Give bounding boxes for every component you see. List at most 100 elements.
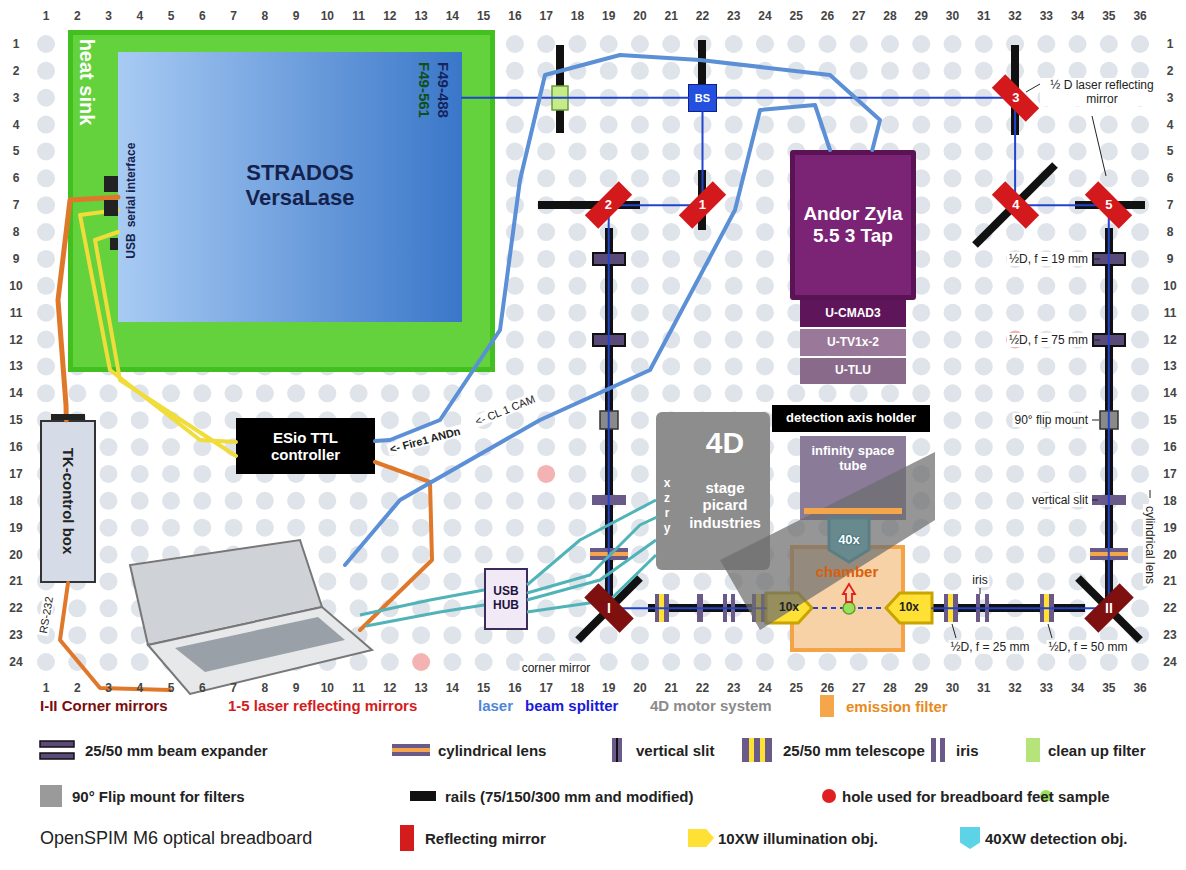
breadboard-hole xyxy=(350,599,368,617)
breadboard-hole xyxy=(100,411,118,429)
serial-cable-yellow xyxy=(95,232,236,456)
grid-number: 35 xyxy=(1102,681,1115,695)
breadboard-hole xyxy=(944,465,962,483)
breadboard-hole xyxy=(631,169,649,187)
breadboard-hole xyxy=(412,599,430,617)
telescope-symbol xyxy=(749,738,754,762)
breadboard-hole xyxy=(256,492,274,510)
vertical-slit-symbol xyxy=(616,738,618,762)
breadboard-hole xyxy=(1006,492,1024,510)
grid-number: 34 xyxy=(1071,9,1084,23)
breadboard-hole xyxy=(662,223,680,241)
breadboard-hole xyxy=(944,653,962,671)
telescope-lens xyxy=(655,594,669,622)
breadboard-hole xyxy=(1069,465,1087,483)
grid-number: 33 xyxy=(1040,681,1053,695)
grid-number: 1 xyxy=(43,9,50,23)
breadboard-hole xyxy=(381,411,399,429)
ttl-controller: ESio TTL controller xyxy=(236,418,375,474)
breadboard-hole xyxy=(756,653,774,671)
feet-hole xyxy=(412,653,430,671)
laser-beam xyxy=(1014,102,1016,202)
grid-number: 17 xyxy=(539,681,552,695)
grid-number: 13 xyxy=(9,359,22,373)
breadboard-hole xyxy=(568,546,586,564)
breadboard-hole xyxy=(662,572,680,590)
axis-holder-text: detection axis holder xyxy=(786,411,916,426)
breadboard-hole xyxy=(1100,411,1118,429)
laser-beam xyxy=(1019,204,1105,206)
breadboard-hole xyxy=(881,653,899,671)
breadboard-hole xyxy=(944,169,962,187)
breadboard-hole xyxy=(475,438,493,456)
breadboard-hole xyxy=(944,116,962,134)
breadboard-hole xyxy=(568,411,586,429)
feet-hole xyxy=(537,465,555,483)
breadboard-hole xyxy=(787,519,805,537)
leader-line xyxy=(1150,490,1151,498)
breadboard-hole xyxy=(443,492,461,510)
breadboard-hole xyxy=(131,411,149,429)
grid-number: 2 xyxy=(74,681,81,695)
illumination-objective-shape xyxy=(766,593,812,623)
rail xyxy=(1078,578,1140,640)
grid-number: 18 xyxy=(571,9,584,23)
breadboard-hole xyxy=(975,250,993,268)
detection-objective: 40x xyxy=(829,518,869,562)
clean-up-filter xyxy=(552,86,568,110)
grid-number: 3 xyxy=(105,681,112,695)
usb-cable xyxy=(366,605,484,626)
breadboard-hole xyxy=(975,492,993,510)
breadboard-hole xyxy=(506,169,524,187)
breadboard-hole xyxy=(631,384,649,402)
breadboard-hole xyxy=(193,411,211,429)
breadboard-hole xyxy=(568,357,586,375)
breadboard-hole xyxy=(1069,304,1087,322)
breadboard-hole xyxy=(631,250,649,268)
breadboard-hole xyxy=(537,250,555,268)
iris xyxy=(731,594,735,622)
telescope-lens xyxy=(944,594,958,622)
breadboard-hole xyxy=(819,653,837,671)
breadboard-hole xyxy=(1006,546,1024,564)
breadboard-hole xyxy=(568,89,586,107)
breadboard-hole xyxy=(725,572,743,590)
breadboard-hole xyxy=(131,438,149,456)
breadboard-hole xyxy=(693,572,711,590)
breadboard-hole xyxy=(631,465,649,483)
breadboard-hole xyxy=(631,277,649,295)
breadboard-hole xyxy=(568,331,586,349)
breadboard-hole xyxy=(506,465,524,483)
flip-mount xyxy=(1100,411,1118,429)
breadboard-hole xyxy=(881,35,899,53)
grid-number: 16 xyxy=(9,440,22,454)
breadboard-hole xyxy=(631,223,649,241)
breadboard-hole xyxy=(944,331,962,349)
grid-number: 13 xyxy=(414,9,427,23)
grid-number: 25 xyxy=(790,9,803,23)
breadboard-hole xyxy=(912,331,930,349)
breadboard-hole xyxy=(756,572,774,590)
leader-line xyxy=(1092,420,1099,421)
legend-text: vertical slit xyxy=(636,742,714,759)
breadboard-hole xyxy=(662,62,680,80)
grid-number: 1 xyxy=(13,37,20,51)
breadboard-hole xyxy=(1037,384,1055,402)
grid-number: 6 xyxy=(13,171,20,185)
motor-stage-text: x xyxy=(664,477,671,491)
grid-number: 19 xyxy=(1163,521,1176,535)
grid-number: 29 xyxy=(915,681,928,695)
breadboard-hole xyxy=(975,196,993,214)
breadboard-hole xyxy=(506,250,524,268)
grid-number: 12 xyxy=(9,333,22,347)
breadboard-hole xyxy=(537,599,555,617)
breadboard-hole xyxy=(318,546,336,564)
breadboard-hole xyxy=(506,223,524,241)
breadboard-hole xyxy=(912,304,930,322)
grid-number: 33 xyxy=(1040,9,1053,23)
breadboard-hole xyxy=(506,196,524,214)
grid-number: 11 xyxy=(352,9,365,23)
axis-holder: detection axis holder xyxy=(772,405,930,432)
breadboard-hole xyxy=(725,357,743,375)
grid-number: 1 xyxy=(43,681,50,695)
